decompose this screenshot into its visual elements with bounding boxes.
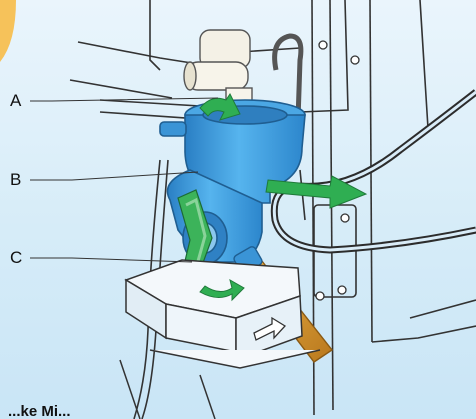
caption-text: ...ke Mi... (8, 403, 71, 419)
frame-screws (316, 41, 359, 300)
callout-label-c: C (10, 248, 22, 268)
callout-label-a: A (10, 91, 21, 111)
collection-tray (120, 260, 320, 419)
corner-tab (0, 0, 16, 62)
callout-label-b: B (10, 170, 21, 190)
